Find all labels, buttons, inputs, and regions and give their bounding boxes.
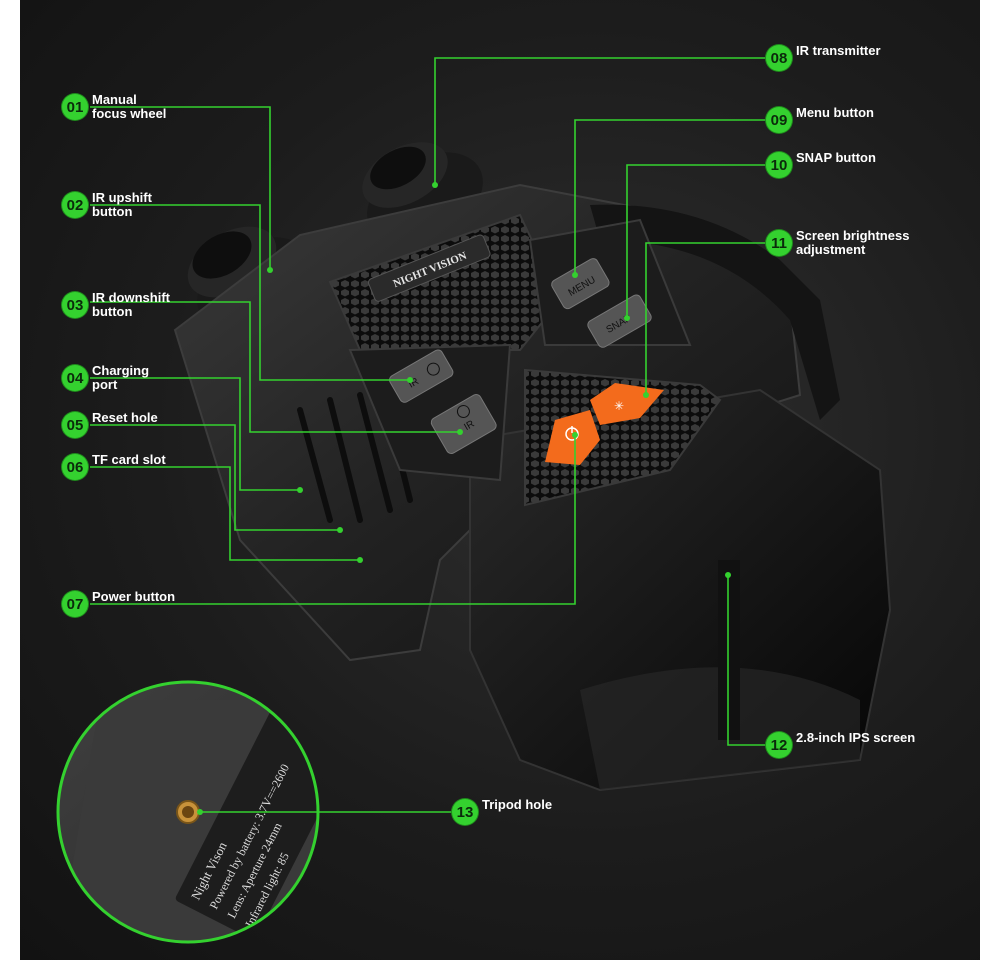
top-panel <box>328 213 722 507</box>
callout-number: 03 <box>62 292 88 318</box>
callout-label: Menu button <box>796 105 874 120</box>
callout-label: 2.8-inch IPS screen <box>796 730 916 745</box>
leader-dots <box>197 182 731 815</box>
callout-label: Power button <box>92 589 176 604</box>
minus-icon <box>456 404 470 418</box>
callout-number: 09 <box>766 107 792 133</box>
callout-number: 08 <box>766 45 792 71</box>
callout-number: 04 <box>62 365 88 391</box>
callout-label: IR transmitter <box>796 43 881 58</box>
callout-reset-hole: 05 Reset hole <box>62 410 158 438</box>
ir-down-label: IR <box>462 419 476 434</box>
callout-ips-screen: 12 2.8-inch IPS screen <box>766 730 916 758</box>
callout-number: 05 <box>62 412 88 438</box>
power-button[interactable] <box>545 410 600 465</box>
callout-label: TF card slot <box>92 452 166 467</box>
callout-label: IR upshift button <box>92 190 152 219</box>
callout-number: 10 <box>766 152 792 178</box>
callout-ir-transmitter: 08 IR transmitter <box>766 43 881 71</box>
callout-number: 02 <box>62 192 88 218</box>
callout-focus-wheel: 01 Manual focus wheel <box>62 92 167 121</box>
strap <box>590 204 840 420</box>
callout-power-button: 07 Power button <box>62 589 176 617</box>
callout-label: Screen brightness adjustment <box>796 228 910 257</box>
callout-charging-port: 04 Charging port <box>62 363 150 392</box>
callout-number: 01 <box>62 94 88 120</box>
menu-button[interactable]: MENU <box>550 257 611 311</box>
callout-number: 11 <box>766 230 792 256</box>
callout-ir-upshift: 02 IR upshift button <box>62 190 152 219</box>
plus-icon <box>426 362 440 376</box>
callout-menu-button: 09 Menu button <box>766 105 874 133</box>
callout-number: 12 <box>766 732 792 758</box>
callout-number: 06 <box>62 454 88 480</box>
callout-tripod-hole: 13 Tripod hole <box>452 797 553 825</box>
ir-downshift-button[interactable]: IR <box>429 393 497 456</box>
callout-label: IR downshift button <box>92 290 170 319</box>
callout-label: Tripod hole <box>482 797 553 812</box>
callout-label: SNAP button <box>796 150 876 165</box>
callout-screen-brightness: 11 Screen brightness adjustment <box>766 228 910 257</box>
callout-label: Manual focus wheel <box>92 92 167 121</box>
leader-lines <box>90 57 780 813</box>
callout-tf-card-slot: 06 TF card slot <box>62 452 166 480</box>
ips-screen <box>718 560 740 740</box>
callout-snap-button: 10 SNAP button <box>766 150 876 178</box>
callout-number: 07 <box>62 591 88 617</box>
callout-number: 13 <box>452 799 478 825</box>
sun-icon: ✳ <box>614 399 624 413</box>
callout-ir-downshift: 03 IR downshift button <box>62 290 170 319</box>
callout-label: Reset hole <box>92 410 158 425</box>
callout-label: Charging port <box>92 363 150 392</box>
